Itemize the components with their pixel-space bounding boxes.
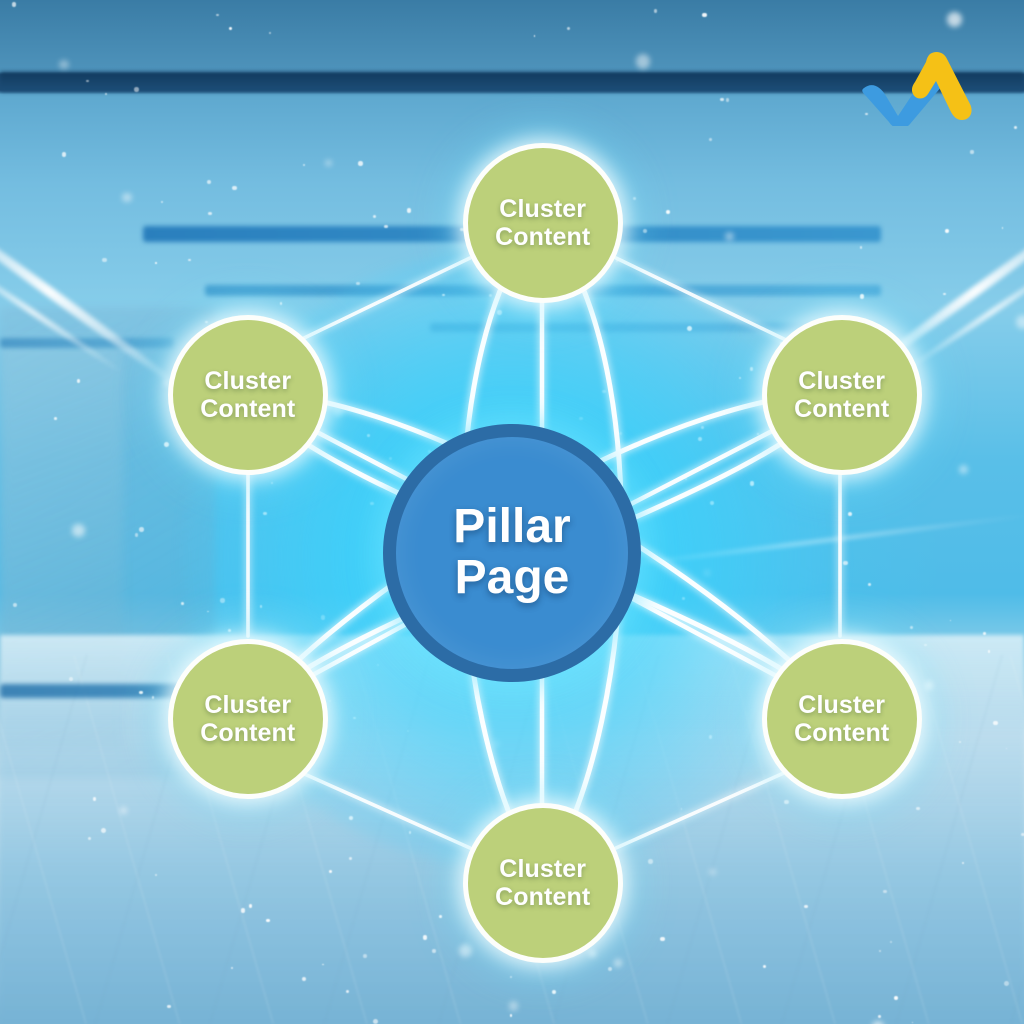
cluster-bottom-label-line2: Content <box>495 882 591 911</box>
pillar-page-node[interactable]: Pillar Page <box>383 423 641 682</box>
cluster-bottom-label-line1: Cluster <box>499 854 587 883</box>
cluster-upper-right-label-line2: Content <box>794 395 890 424</box>
cluster-upper-left-label-line1: Cluster <box>204 367 292 396</box>
background-dark-band <box>0 71 1024 93</box>
cluster-lower-left-label-line2: Content <box>200 718 296 747</box>
background-bar-4 <box>0 337 175 349</box>
cluster-node-bottom[interactable]: Cluster Content <box>462 802 623 963</box>
cluster-node-lower-right[interactable]: Cluster Content <box>761 638 922 799</box>
pillar-page-label-line2: Page <box>454 550 570 604</box>
cluster-top-label-line2: Content <box>495 223 591 252</box>
cluster-top-label-line1: Cluster <box>499 195 587 224</box>
cluster-lower-right-label-line2: Content <box>794 718 890 747</box>
pillar-page-label-line1: Pillar <box>453 500 571 554</box>
cluster-upper-right-label-line1: Cluster <box>798 367 886 396</box>
check-swoosh-logo <box>862 51 972 126</box>
cluster-upper-left-label-line2: Content <box>200 395 296 424</box>
cluster-node-upper-right[interactable]: Cluster Content <box>761 315 922 476</box>
cluster-node-top[interactable]: Cluster Content <box>462 143 623 304</box>
cluster-node-lower-left[interactable]: Cluster Content <box>167 638 328 799</box>
cluster-lower-left-label-line1: Cluster <box>204 690 292 719</box>
cluster-node-upper-left[interactable]: Cluster Content <box>167 315 328 476</box>
cluster-lower-right-label-line1: Cluster <box>798 690 886 719</box>
